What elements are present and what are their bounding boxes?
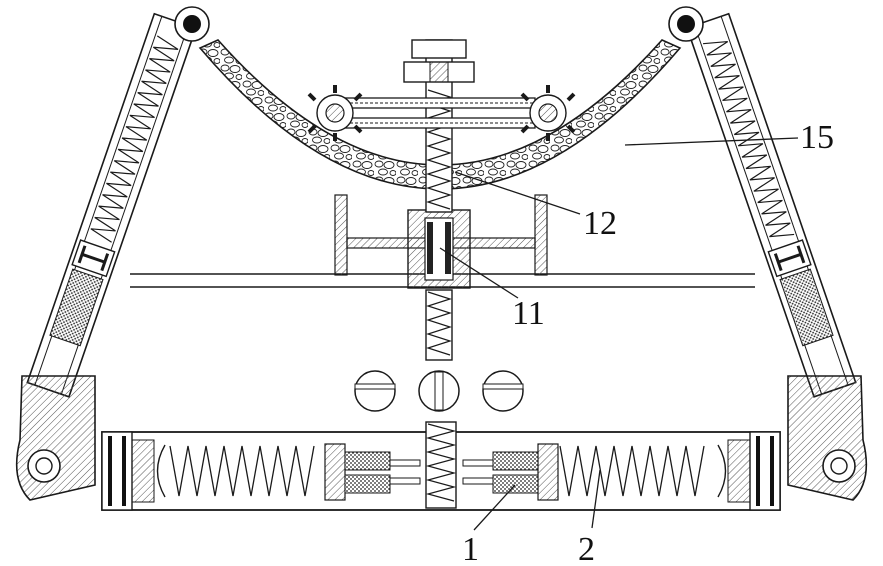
left-top-pivot bbox=[175, 7, 209, 41]
callout-11: 11 bbox=[512, 295, 545, 332]
clamp-rings bbox=[355, 371, 523, 411]
callout-1: 1 bbox=[462, 531, 479, 566]
vertical-screw bbox=[404, 40, 474, 360]
left-arm bbox=[27, 14, 196, 397]
right-arm bbox=[687, 14, 856, 397]
callout-15: 15 bbox=[800, 119, 834, 156]
callout-2: 2 bbox=[578, 531, 595, 566]
left-foot bbox=[17, 376, 95, 500]
right-top-pivot bbox=[669, 7, 703, 41]
callout-12: 12 bbox=[583, 205, 617, 242]
right-foot bbox=[788, 376, 866, 500]
